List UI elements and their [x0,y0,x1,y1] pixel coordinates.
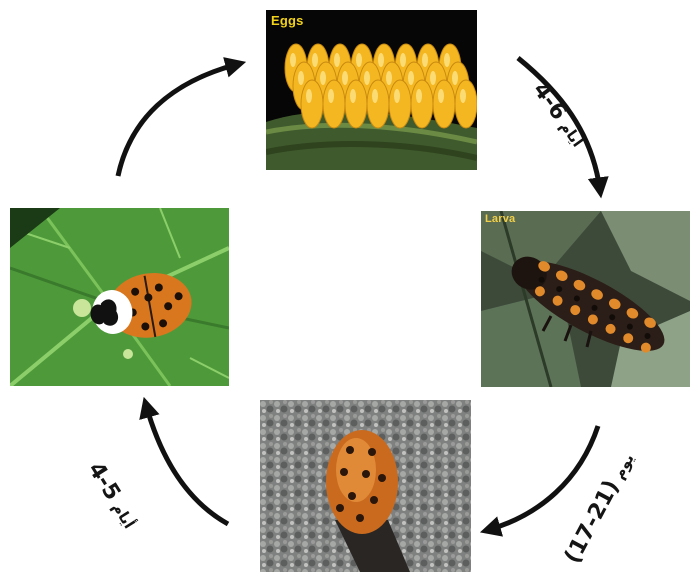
arrow-pupa-to-adult [146,405,228,524]
arrow-adult-to-eggs [118,64,238,176]
